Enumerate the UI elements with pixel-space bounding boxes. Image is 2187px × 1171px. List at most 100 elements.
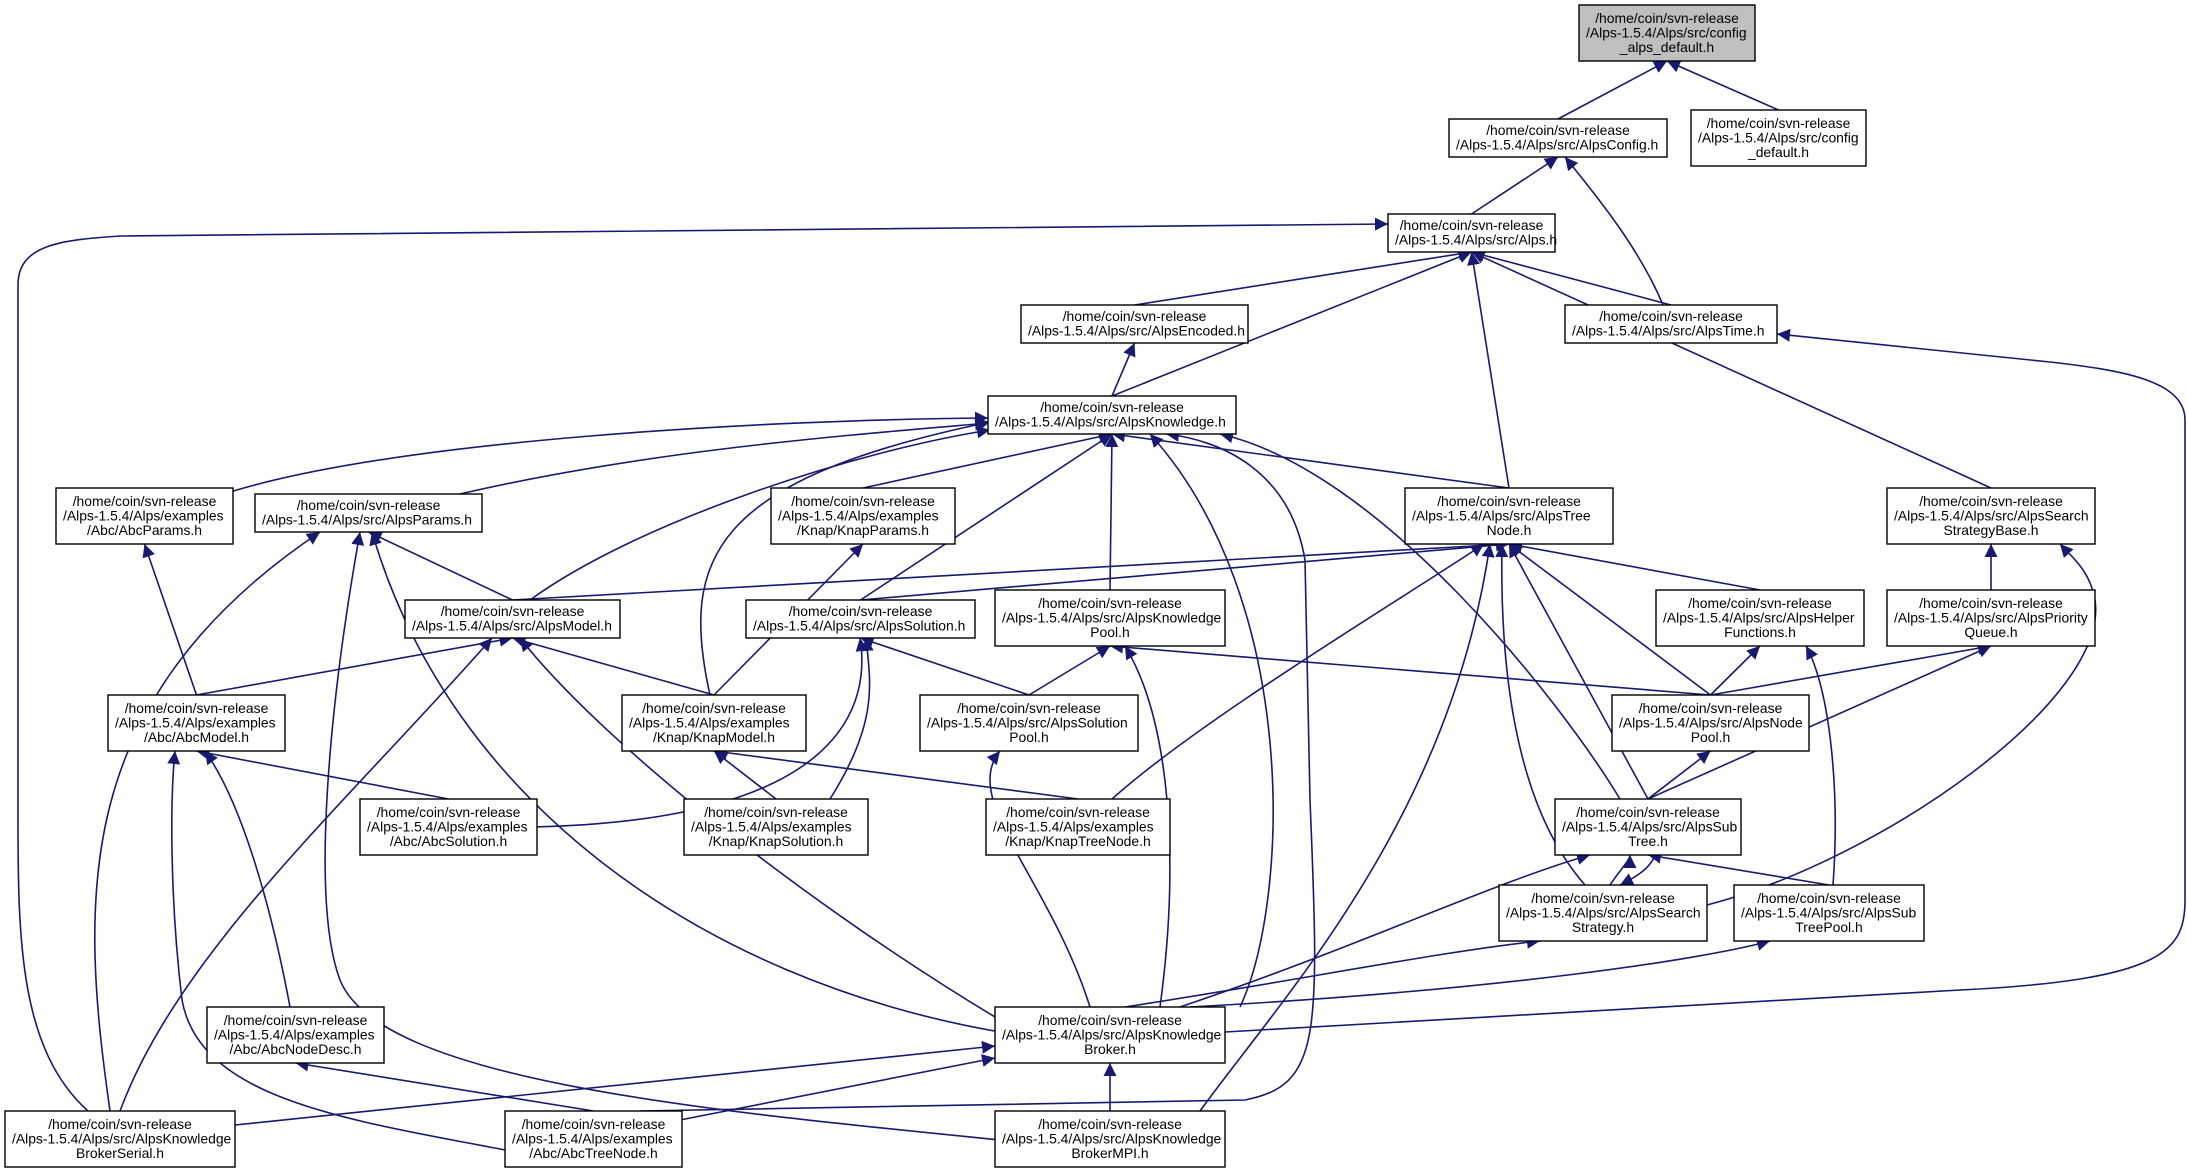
node-label-line: Tree.h [1628,833,1668,849]
node-label-line: /Knap/KnapParams.h [797,522,929,538]
node-box[interactable] [1404,487,1614,545]
node-box[interactable] [1448,118,1668,158]
node-label-line: /home/coin/svn-release [377,804,521,820]
node-abc-treenode[interactable]: /home/coin/svn-release/Alps-1.5.4/Alps/e… [504,1110,683,1168]
node-alps-nodepool[interactable]: /home/coin/svn-release/Alps-1.5.4/Alps/s… [1611,694,1810,752]
node-abc-nodedesc[interactable]: /home/coin/svn-release/Alps-1.5.4/Alps/e… [206,1006,385,1064]
node-abc-params[interactable]: /home/coin/svn-release/Alps-1.5.4/Alps/e… [55,487,234,545]
edge-alps_helper-to-alps_treenode [1508,539,1761,591]
node-box[interactable] [1387,213,1556,253]
node-box[interactable] [359,798,538,856]
node-label-line: /home/coin/svn-release [1040,399,1184,415]
node-alps-kbmpi[interactable]: /home/coin/svn-release/Alps-1.5.4/Alps/s… [994,1110,1226,1168]
node-alps-params[interactable]: /home/coin/svn-release/Alps-1.5.4/Alps/s… [254,493,483,533]
node-box[interactable] [994,1110,1226,1168]
node-box[interactable] [1733,884,1925,942]
node-box[interactable] [1498,884,1708,942]
node-box[interactable] [1690,109,1867,167]
node-alps-kbroker[interactable]: /home/coin/svn-release/Alps-1.5.4/Alps/s… [994,1006,1226,1064]
node-box[interactable] [1886,487,2096,545]
node-label-line: /home/coin/svn-release [1400,217,1544,233]
node-alps-solution[interactable]: /home/coin/svn-release/Alps-1.5.4/Alps/s… [745,599,976,639]
node-alps-pq[interactable]: /home/coin/svn-release/Alps-1.5.4/Alps/s… [1886,589,2096,647]
node-alps-subtree[interactable]: /home/coin/svn-release/Alps-1.5.4/Alps/s… [1554,798,1742,856]
node-label-line: /Alps-1.5.4/Alps/src/AlpsSub [1562,818,1738,834]
node-box[interactable] [987,395,1237,435]
node-label-line: /Alps-1.5.4/Alps/examples [778,507,939,523]
node-alps-kpool[interactable]: /home/coin/svn-release/Alps-1.5.4/Alps/s… [994,589,1226,647]
edge-alps_subtree-to-alps_treenode [1508,543,1649,800]
edge-abc_solution-to-alps_solution [532,637,869,828]
node-alps-solpool[interactable]: /home/coin/svn-release/Alps-1.5.4/Alps/s… [919,694,1139,752]
node-alps-kbserial[interactable]: /home/coin/svn-release/Alps-1.5.4/Alps/s… [4,1110,236,1168]
node-label-line: /home/coin/svn-release [1038,1012,1182,1028]
node-box[interactable] [1020,304,1249,344]
edge-alps_model-to-alps_treenode [512,538,1510,601]
node-label-line: TreePool.h [1795,919,1862,935]
edge-alps_encoded-to-alps_h [1134,247,1472,306]
node-box[interactable] [745,599,976,639]
node-box[interactable] [1578,4,1756,62]
node-alps-config[interactable]: /home/coin/svn-release/Alps-1.5.4/Alps/s… [1448,118,1668,158]
node-alps-helper[interactable]: /home/coin/svn-release/Alps-1.5.4/Alps/s… [1655,589,1865,647]
node-box[interactable] [254,493,483,533]
node-label-line: /home/coin/svn-release [1006,804,1150,820]
edge-alps_stpool-to-alps_helper [1805,645,1836,886]
node-box[interactable] [994,589,1226,647]
node-abc-model[interactable]: /home/coin/svn-release/Alps-1.5.4/Alps/e… [107,694,286,752]
node-box[interactable] [1554,798,1742,856]
edge-alps_kbroker-to-alps_params [369,531,1001,1033]
node-box[interactable] [1564,304,1778,344]
node-box[interactable] [919,694,1139,752]
node-label-line: /Knap/KnapSolution.h [709,833,843,849]
edge-alps_subtree-to-alps_ss [1619,854,1656,886]
node-abc-solution[interactable]: /home/coin/svn-release/Alps-1.5.4/Alps/e… [359,798,538,856]
node-label-line: /Alps-1.5.4/Alps/examples [367,818,528,834]
node-box[interactable] [621,694,807,752]
edge-abc_model-to-alps_model [196,633,513,696]
node-label-line: BrokerSerial.h [76,1145,164,1161]
node-alps-ssbase[interactable]: /home/coin/svn-release/Alps-1.5.4/Alps/s… [1886,487,2096,545]
edge-alps_treenode-to-alps_h [1467,251,1510,489]
node-alps-h[interactable]: /home/coin/svn-release/Alps-1.5.4/Alps/s… [1387,213,1557,253]
node-box[interactable] [1655,589,1865,647]
node-knap-params[interactable]: /home/coin/svn-release/Alps-1.5.4/Alps/e… [770,487,956,545]
node-box[interactable] [683,798,869,856]
node-alps-time[interactable]: /home/coin/svn-release/Alps-1.5.4/Alps/s… [1564,304,1778,344]
node-label-line: /home/coin/svn-release [1919,493,2063,509]
node-box[interactable] [4,1110,236,1168]
node-box[interactable] [994,1006,1226,1064]
node-label-line: /Alps-1.5.4/Alps/src/AlpsTree [1412,507,1591,523]
node-box[interactable] [55,487,234,545]
node-label-line: /home/coin/svn-release [957,700,1101,716]
node-label-line: /home/coin/svn-release [642,700,786,716]
node-alps-knowledge[interactable]: /home/coin/svn-release/Alps-1.5.4/Alps/s… [987,395,1237,435]
node-box[interactable] [770,487,956,545]
node-alps-ss[interactable]: /home/coin/svn-release/Alps-1.5.4/Alps/s… [1498,884,1708,942]
node-box[interactable] [1611,694,1810,752]
edge-alps_knowledge-to-alps_h [1111,250,1472,397]
node-box[interactable] [404,599,621,639]
node-box[interactable] [206,1006,385,1064]
node-alps-stpool[interactable]: /home/coin/svn-release/Alps-1.5.4/Alps/s… [1733,884,1925,942]
node-alps-encoded[interactable]: /home/coin/svn-release/Alps-1.5.4/Alps/s… [1020,304,1249,344]
node-alps-treenode[interactable]: /home/coin/svn-release/Alps-1.5.4/Alps/s… [1404,487,1614,545]
node-alps-model[interactable]: /home/coin/svn-release/Alps-1.5.4/Alps/s… [404,599,621,639]
node-label-line: /home/coin/svn-release [73,493,217,509]
node-box[interactable] [1886,589,2096,647]
node-label-line: /home/coin/svn-release [1599,308,1743,324]
node-label-line: /Alps-1.5.4/Alps/src/AlpsHelper [1663,609,1855,625]
edge-alps_model-to-alps_params [368,531,513,601]
node-label-line: /Alps-1.5.4/Alps/src/AlpsTime.h [1572,323,1764,339]
node-box[interactable] [985,798,1171,856]
node-knap-treenode[interactable]: /home/coin/svn-release/Alps-1.5.4/Alps/e… [985,798,1171,856]
node-label-line: Strategy.h [1572,919,1634,935]
node-knap-solution[interactable]: /home/coin/svn-release/Alps-1.5.4/Alps/e… [683,798,869,856]
node-cfg-alps-default[interactable]: /home/coin/svn-release/Alps-1.5.4/Alps/s… [1578,4,1756,62]
node-knap-model[interactable]: /home/coin/svn-release/Alps-1.5.4/Alps/e… [621,694,807,752]
node-cfg-default[interactable]: /home/coin/svn-release/Alps-1.5.4/Alps/s… [1690,109,1867,167]
node-box[interactable] [504,1110,683,1168]
node-label-line: Functions.h [1724,624,1796,640]
node-box[interactable] [107,694,286,752]
